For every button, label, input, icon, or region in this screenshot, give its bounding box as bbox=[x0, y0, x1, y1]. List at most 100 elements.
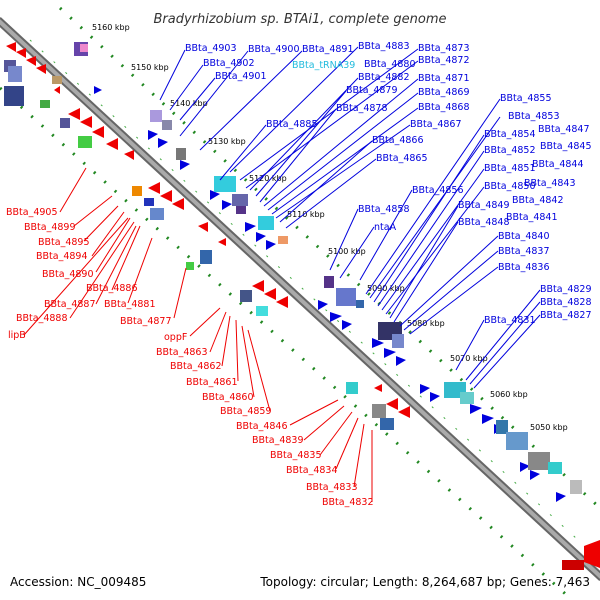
gene-label[interactable]: BBta_4871 bbox=[418, 73, 470, 84]
gene-label[interactable]: BBta_4885 bbox=[266, 119, 318, 130]
forward-gene[interactable] bbox=[158, 138, 168, 148]
feature-box[interactable] bbox=[506, 432, 528, 450]
gene-label[interactable]: BBta_4854 bbox=[484, 129, 536, 140]
reverse-gene[interactable] bbox=[68, 108, 80, 120]
feature-box[interactable] bbox=[150, 110, 162, 122]
gene-label[interactable]: BBta_4834 bbox=[286, 465, 338, 476]
feature-box[interactable] bbox=[258, 216, 274, 230]
feature-box[interactable] bbox=[372, 404, 386, 418]
forward-gene[interactable] bbox=[330, 312, 342, 322]
forward-gene[interactable] bbox=[318, 300, 328, 310]
gene-label[interactable]: BBta_4840 bbox=[498, 231, 550, 242]
feature-box[interactable] bbox=[132, 186, 142, 196]
reverse-gene[interactable] bbox=[26, 56, 36, 66]
feature-box[interactable] bbox=[176, 148, 186, 160]
feature-box[interactable] bbox=[240, 290, 252, 302]
gene-label[interactable]: BBta_4832 bbox=[322, 497, 374, 508]
gene-label[interactable]: BBta_4882 bbox=[358, 72, 410, 83]
gene-label[interactable]: BBta_4867 bbox=[410, 119, 462, 130]
reverse-gene[interactable] bbox=[374, 384, 382, 392]
gene-label[interactable]: BBta_4883 bbox=[358, 41, 410, 52]
feature-box[interactable] bbox=[232, 194, 248, 206]
gene-label[interactable]: BBta_4894 bbox=[36, 251, 88, 262]
feature-box[interactable] bbox=[40, 100, 50, 108]
feature-box[interactable] bbox=[4, 86, 24, 106]
feature-box[interactable] bbox=[80, 44, 88, 52]
gene-label[interactable]: BBta_4873 bbox=[418, 43, 470, 54]
gene-label[interactable]: BBta_4903 bbox=[185, 43, 237, 54]
reverse-gene[interactable] bbox=[386, 398, 398, 410]
feature-box[interactable] bbox=[392, 334, 404, 348]
forward-gene[interactable] bbox=[520, 462, 530, 472]
gene-label[interactable]: BBta_4905 bbox=[6, 207, 58, 218]
gene-label[interactable]: BBta_4835 bbox=[270, 450, 322, 461]
reverse-gene[interactable] bbox=[36, 64, 46, 74]
forward-gene[interactable] bbox=[180, 160, 190, 170]
gene-label[interactable]: BBta_4900 bbox=[248, 44, 300, 55]
gene-label[interactable]: BBta_4855 bbox=[500, 93, 552, 104]
gene-label[interactable]: BBta_4858 bbox=[358, 204, 410, 215]
gene-label[interactable]: BBta_4843 bbox=[524, 178, 576, 189]
gene-label[interactable]: lipB bbox=[8, 330, 26, 341]
gene-label[interactable]: BBta_4902 bbox=[203, 58, 255, 69]
reverse-gene[interactable] bbox=[106, 138, 118, 150]
gene-label[interactable]: BBta_4829 bbox=[540, 284, 592, 295]
reverse-gene[interactable] bbox=[264, 288, 276, 300]
forward-gene[interactable] bbox=[556, 492, 566, 502]
feature-box[interactable] bbox=[8, 66, 22, 82]
feature-box[interactable] bbox=[562, 560, 584, 570]
reverse-gene[interactable] bbox=[218, 238, 226, 246]
forward-gene[interactable] bbox=[94, 86, 102, 94]
reverse-gene[interactable] bbox=[252, 280, 264, 292]
gene-label[interactable]: BBta_4890 bbox=[42, 269, 94, 280]
gene-label[interactable]: BBta_4844 bbox=[532, 159, 584, 170]
gene-label[interactable]: BBta_4868 bbox=[418, 102, 470, 113]
feature-box[interactable] bbox=[356, 300, 364, 308]
gene-label[interactable]: BBta_4901 bbox=[215, 71, 267, 82]
gene-label[interactable]: BBta_4863 bbox=[156, 347, 208, 358]
forward-gene[interactable] bbox=[148, 130, 158, 140]
gene-label[interactable]: BBta_4869 bbox=[418, 87, 470, 98]
gene-label[interactable]: BBta_4859 bbox=[220, 406, 272, 417]
forward-gene[interactable] bbox=[342, 320, 352, 330]
feature-box[interactable] bbox=[528, 452, 550, 470]
gene-label[interactable]: BBta_4865 bbox=[376, 153, 428, 164]
gene-label[interactable]: BBta_4827 bbox=[540, 310, 592, 321]
feature-box[interactable] bbox=[278, 236, 288, 244]
forward-gene[interactable] bbox=[256, 232, 266, 242]
gene-label[interactable]: BBta_4899 bbox=[24, 222, 76, 233]
gene-label[interactable]: BBta_4872 bbox=[418, 55, 470, 66]
forward-gene[interactable] bbox=[470, 404, 482, 414]
gene-label[interactable]: BBta_4878 bbox=[336, 103, 388, 114]
gene-label[interactable]: BBta_4861 bbox=[186, 377, 238, 388]
gene-label[interactable]: BBta_4842 bbox=[512, 195, 564, 206]
gene-label[interactable]: BBta_4886 bbox=[86, 283, 138, 294]
gene-label[interactable]: BBta_4881 bbox=[104, 299, 156, 310]
forward-gene[interactable] bbox=[266, 240, 276, 250]
reverse-gene[interactable] bbox=[198, 222, 208, 232]
reverse-gene[interactable] bbox=[148, 182, 160, 194]
gene-label[interactable]: BBta_4880 bbox=[364, 59, 416, 70]
gene-label[interactable]: BBta_4851 bbox=[484, 163, 536, 174]
forward-gene[interactable] bbox=[482, 414, 494, 424]
gene-label[interactable]: BBta_4848 bbox=[458, 217, 510, 228]
reverse-gene[interactable] bbox=[124, 150, 134, 160]
gene-label[interactable]: oppF bbox=[164, 332, 187, 343]
gene-label[interactable]: BBta_4841 bbox=[506, 212, 558, 223]
gene-label[interactable]: BBta_4879 bbox=[346, 85, 398, 96]
gene-label[interactable]: BBta_4846 bbox=[236, 421, 288, 432]
gene-label[interactable]: BBta_4831 bbox=[484, 315, 536, 326]
feature-box[interactable] bbox=[336, 288, 356, 306]
gene-label[interactable]: BBta_4837 bbox=[498, 246, 550, 257]
feature-box[interactable] bbox=[346, 382, 358, 394]
feature-box[interactable] bbox=[380, 418, 394, 430]
forward-gene[interactable] bbox=[210, 190, 220, 200]
gene-label[interactable]: BBta_4850 bbox=[484, 181, 536, 192]
gene-label[interactable]: BBta_4856 bbox=[412, 185, 464, 196]
gene-label[interactable]: ntaA bbox=[374, 222, 397, 233]
forward-gene[interactable] bbox=[384, 348, 396, 358]
feature-box[interactable] bbox=[324, 276, 334, 288]
gene-label[interactable]: BBta_4887 bbox=[44, 299, 96, 310]
feature-box[interactable] bbox=[460, 392, 474, 404]
gene-label[interactable]: BBta_4888 bbox=[16, 313, 68, 324]
